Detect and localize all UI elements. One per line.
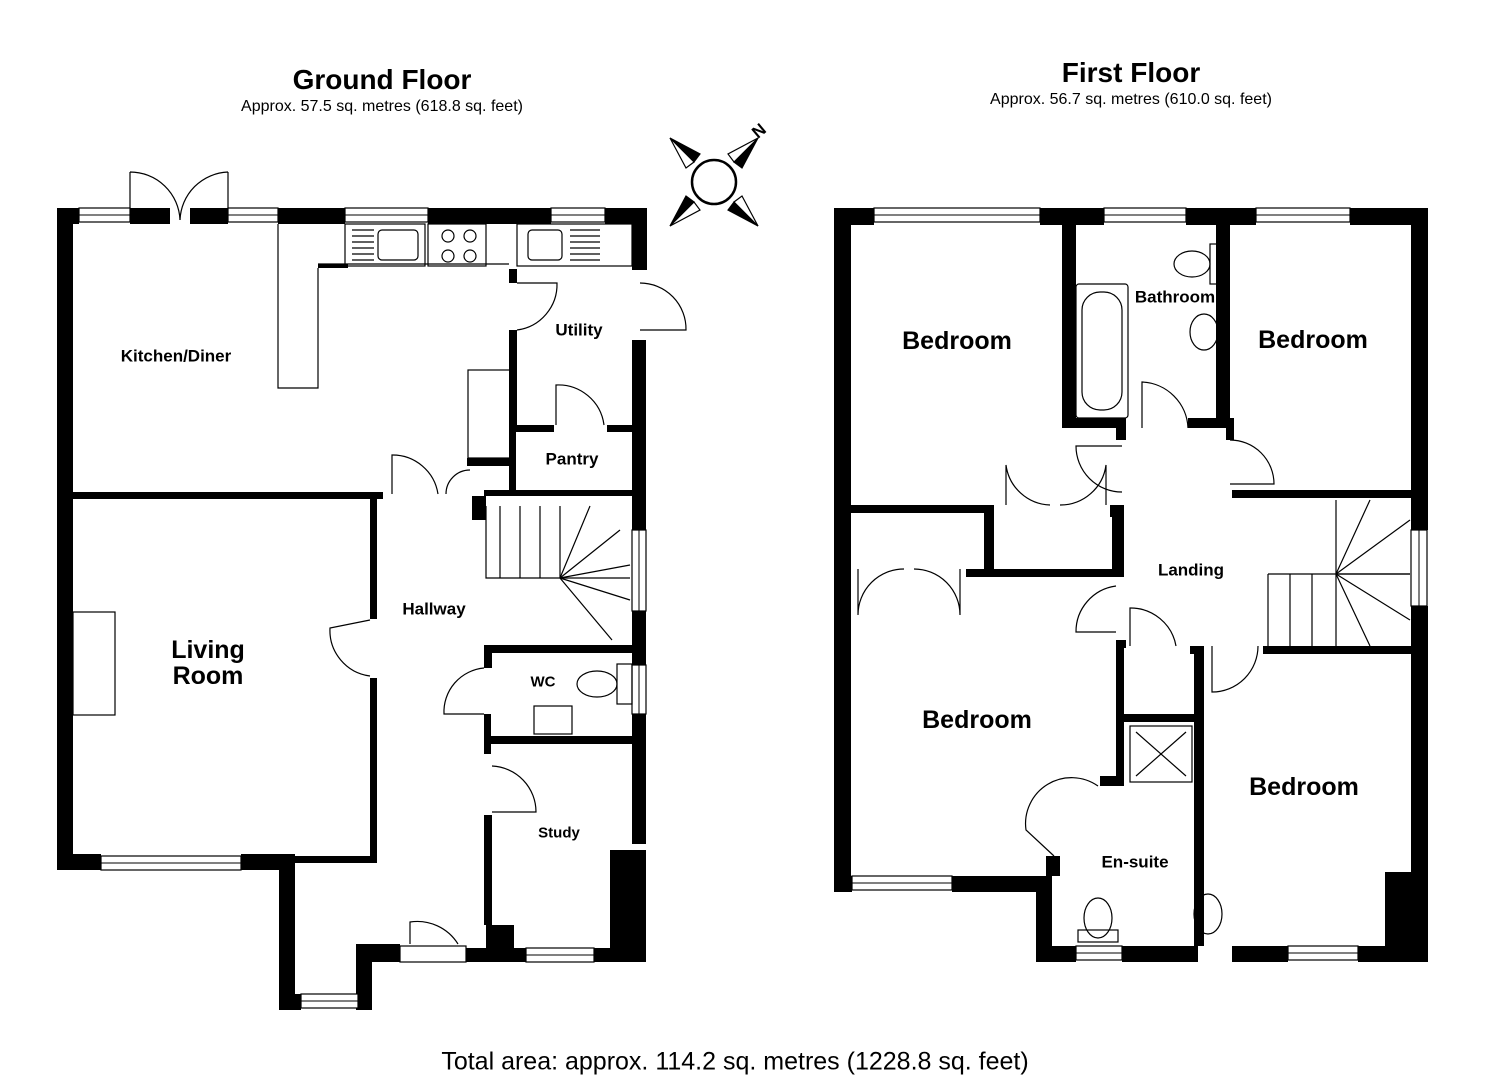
stairs: [485, 499, 1411, 647]
first-floor-internal-walls: [851, 224, 1412, 946]
door-swings: [129, 171, 1275, 945]
room-label-bedroom-4: Bedroom: [1249, 773, 1359, 801]
room-label-wc: WC: [530, 673, 556, 691]
room-label-hallway: Hallway: [402, 599, 466, 619]
room-label-kitchen-diner: Kitchen/Diner: [120, 346, 232, 366]
room-label-utility: Utility: [555, 320, 603, 340]
room-label-en-suite: En-suite: [1101, 852, 1169, 872]
ground-floor-title: Ground Floor: [292, 64, 472, 95]
room-label-pantry: Pantry: [545, 449, 599, 469]
total-area: Total area: approx. 114.2 sq. metres (12…: [441, 1047, 1029, 1076]
ground-floor-outer-walls: [57, 208, 647, 1010]
room-label-landing: Landing: [1157, 560, 1225, 580]
room-label-bedroom-2: Bedroom: [1258, 326, 1368, 354]
room-label-bedroom-3: Bedroom: [922, 706, 1032, 734]
room-label-living-room: Living Room: [171, 636, 245, 690]
window-glazing-lines: [79, 214, 1420, 1002]
fixtures: [72, 223, 1223, 943]
room-label-study: Study: [538, 824, 580, 842]
compass-icon: [669, 137, 759, 227]
room-label-bedroom-1: Bedroom: [902, 327, 1012, 355]
first-floor-title: First Floor: [1061, 57, 1201, 88]
room-label-bathroom: Bathroom: [1134, 287, 1216, 307]
first-floor-area: Approx. 56.7 sq. metres (610.0 sq. feet): [990, 91, 1272, 108]
ground-floor-area: Approx. 57.5 sq. metres (618.8 sq. feet): [241, 98, 523, 115]
ground-floor-internal-walls: [73, 264, 639, 925]
first-floor-outer-walls: [834, 208, 1428, 962]
